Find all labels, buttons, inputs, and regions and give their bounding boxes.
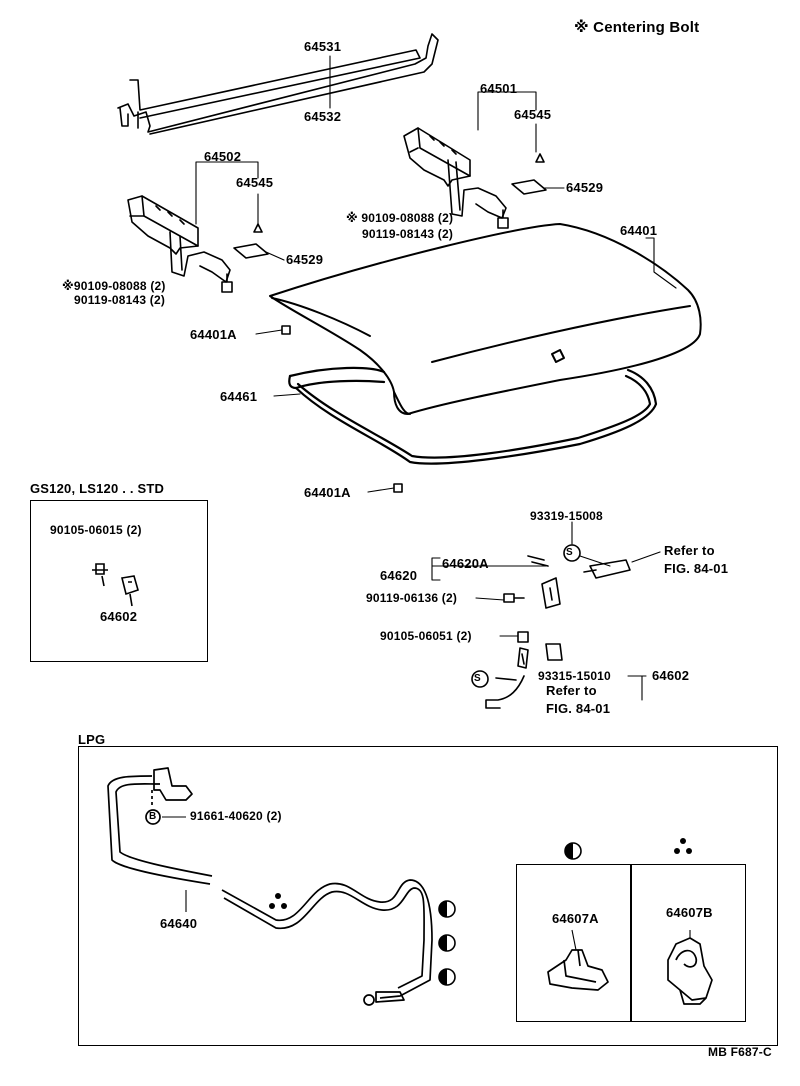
lpg-box — [78, 746, 778, 1046]
trunk-lid — [269, 223, 702, 415]
std-box-bolt: 90105-06015 (2) — [50, 523, 142, 537]
bumper-left — [253, 223, 263, 233]
label-64545-right: 64545 — [514, 107, 552, 122]
label-64501: 64501 — [480, 81, 518, 96]
symbol-rings — [438, 842, 582, 986]
hinge-right — [403, 127, 507, 219]
lpg-drawing — [107, 767, 713, 1006]
std-box — [30, 500, 208, 662]
label-64461: 64461 — [220, 389, 258, 404]
label-refer-2b: FIG. 84-01 — [546, 701, 611, 716]
bolt-right — [497, 209, 509, 229]
label-64401a-2: 64401A — [304, 485, 351, 500]
legend-symbol: ※ — [574, 19, 589, 36]
footer-code: MB F687-C — [708, 1045, 772, 1059]
label-bolt-right-1: ※ 90109-08088 (2) — [346, 211, 454, 225]
std-box-drawing — [92, 563, 139, 607]
label-64620: 64620 — [380, 568, 418, 583]
lpg-cable-label: 64640 — [160, 916, 198, 931]
symbol-s-2: S — [474, 673, 481, 684]
lock-assembly — [471, 544, 631, 709]
leader-lines — [195, 55, 677, 701]
hinge-left — [127, 195, 231, 283]
label-64602-main: 64602 — [652, 668, 690, 683]
label-64545-left: 64545 — [236, 175, 274, 190]
lpg-sub-box-b — [630, 864, 746, 1022]
torsion-bars — [117, 33, 439, 135]
label-bolt-left-1: ※90109-08088 (2) — [62, 279, 166, 293]
stopper-2 — [393, 483, 403, 493]
label-93315: 93315-15010 — [538, 669, 611, 683]
lpg-clip-label: 91661-40620 (2) — [190, 809, 282, 823]
label-bolt-left-2: 90119-08143 (2) — [74, 293, 166, 307]
stopper-1 — [281, 325, 291, 335]
lpg-sub-box-a — [516, 864, 632, 1022]
legend-centering-bolt: ※ Centering Bolt — [574, 20, 699, 35]
legend-text: Centering Bolt — [593, 19, 700, 36]
label-93319: 93319-15008 — [530, 509, 603, 523]
label-64529-right: 64529 — [566, 180, 604, 195]
label-64502: 64502 — [204, 149, 242, 164]
weatherstrip — [288, 366, 658, 465]
lpg-box-title: LPG — [78, 732, 106, 747]
label-refer-2a: Refer to — [546, 683, 597, 698]
label-64532: 64532 — [304, 109, 342, 124]
label-64401: 64401 — [620, 223, 658, 238]
label-90105-06051: 90105-06051 (2) — [380, 629, 472, 643]
label-refer-1a: Refer to — [664, 543, 715, 558]
lpg-sub-a-label: 64607A — [552, 911, 599, 926]
label-bolt-right-2: 90119-08143 (2) — [362, 227, 454, 241]
symbol-marks — [269, 838, 692, 985]
std-box-title: GS120, LS120 . . STD — [30, 481, 165, 496]
symbol-s-1: S — [566, 547, 573, 558]
label-64401a-1: 64401A — [190, 327, 237, 342]
bumper-right — [535, 153, 545, 163]
shim-right — [511, 179, 547, 195]
label-64620a: 64620A — [442, 556, 489, 571]
std-box-part: 64602 — [100, 609, 138, 624]
label-refer-1b: FIG. 84-01 — [664, 561, 729, 576]
label-64529-left: 64529 — [286, 252, 324, 267]
label-64531: 64531 — [304, 39, 342, 54]
label-90119-06136: 90119-06136 (2) — [366, 591, 458, 605]
bolt-left — [221, 273, 233, 293]
lpg-clip-symbol: B — [149, 811, 157, 822]
lpg-sub-b-label: 64607B — [666, 905, 713, 920]
shim-left — [233, 243, 269, 259]
